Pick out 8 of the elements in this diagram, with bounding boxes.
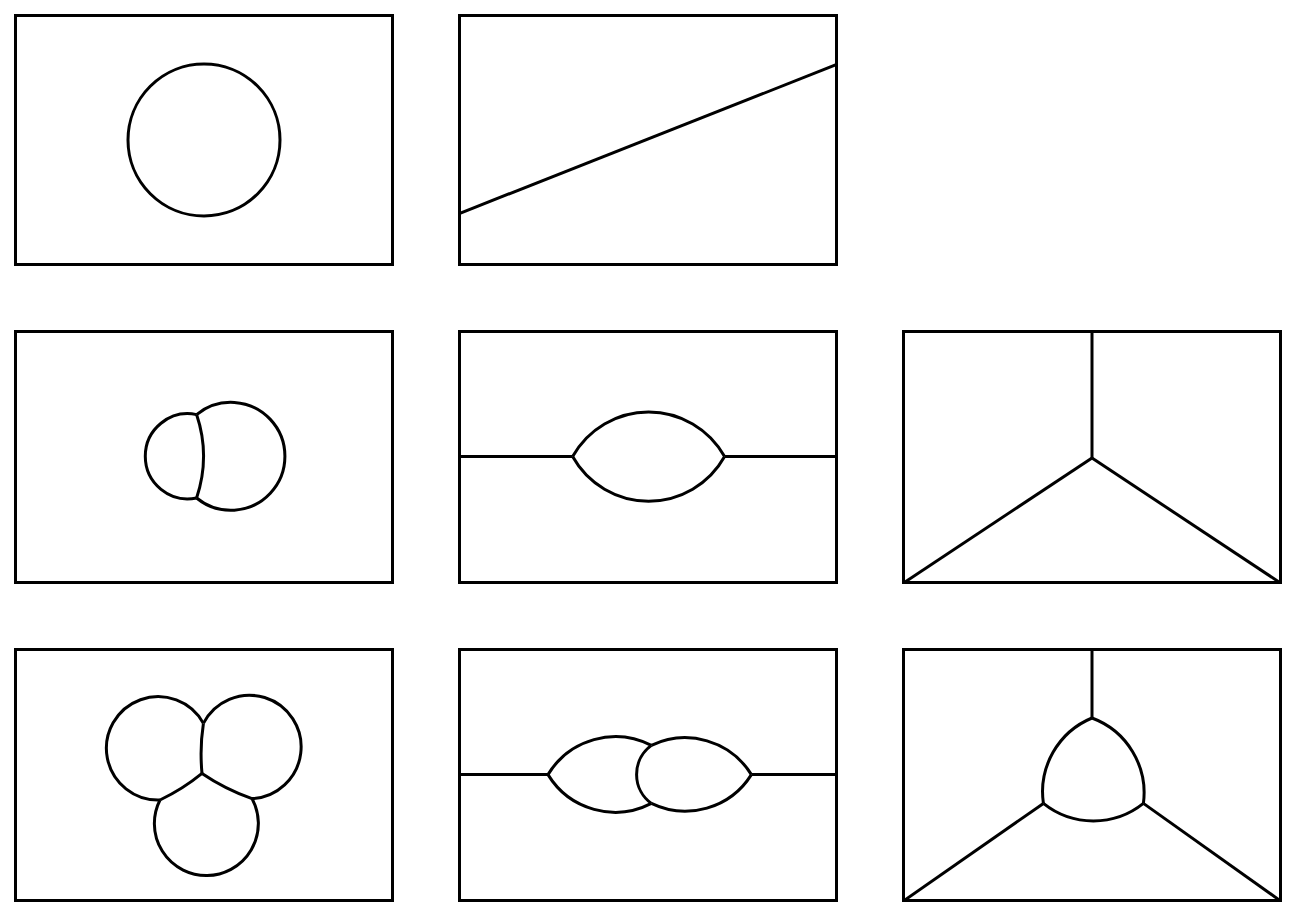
curved-triangle-drawing bbox=[902, 648, 1282, 902]
double-lens-drawing bbox=[458, 648, 838, 902]
triple-bubble-drawing bbox=[14, 648, 394, 902]
lens-drawing bbox=[458, 330, 838, 584]
double-bubble-drawing bbox=[14, 330, 394, 584]
circle-drawing bbox=[14, 14, 394, 266]
triple-junction-drawing bbox=[902, 330, 1282, 584]
diagonal-line-drawing bbox=[458, 14, 838, 266]
